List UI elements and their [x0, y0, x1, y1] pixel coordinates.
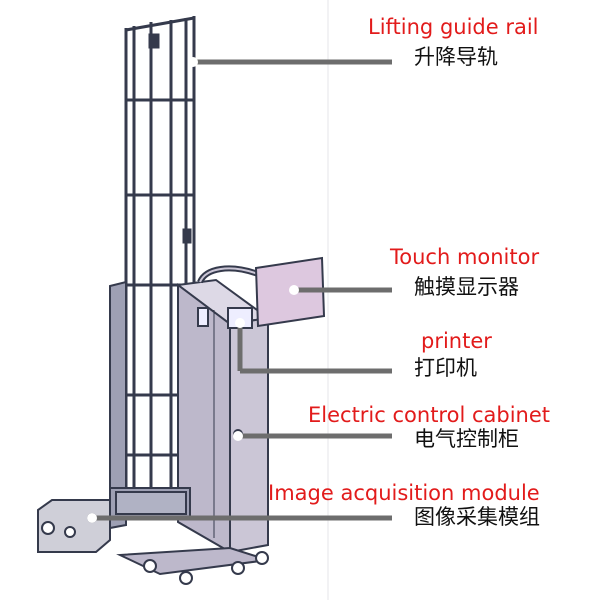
lifting-guide-rail — [124, 16, 196, 520]
label-guide-rail-zh: 升降导轨 — [414, 45, 498, 69]
leader-lines — [92, 59, 392, 521]
leader-dot-touch-monitor — [289, 285, 299, 295]
label-cabinet-en: Electric control cabinet — [308, 403, 551, 427]
electric-control-cabinet — [175, 278, 271, 554]
label-image-module-zh: 图像采集模组 — [414, 505, 540, 529]
back-panel — [109, 280, 127, 530]
label-touch-monitor-en: Touch monitor — [390, 245, 540, 269]
label-guide-rail-en: Lifting guide rail — [368, 15, 539, 39]
base-frame — [116, 546, 269, 585]
label-touch-monitor-zh: 触摸显示器 — [414, 275, 519, 299]
label-cabinet-zh: 电气控制柜 — [414, 427, 519, 451]
label-printer-en: printer — [421, 329, 492, 353]
leader-dot-cabinet — [233, 431, 243, 441]
leader-dot-guide-rail — [188, 57, 198, 67]
leader-dot-printer — [235, 318, 245, 328]
label-printer-zh: 打印机 — [414, 356, 477, 380]
leader-dot-image-module — [87, 513, 97, 523]
label-image-module-en: Image acquisition module — [268, 481, 540, 505]
leader-dots — [87, 57, 299, 523]
